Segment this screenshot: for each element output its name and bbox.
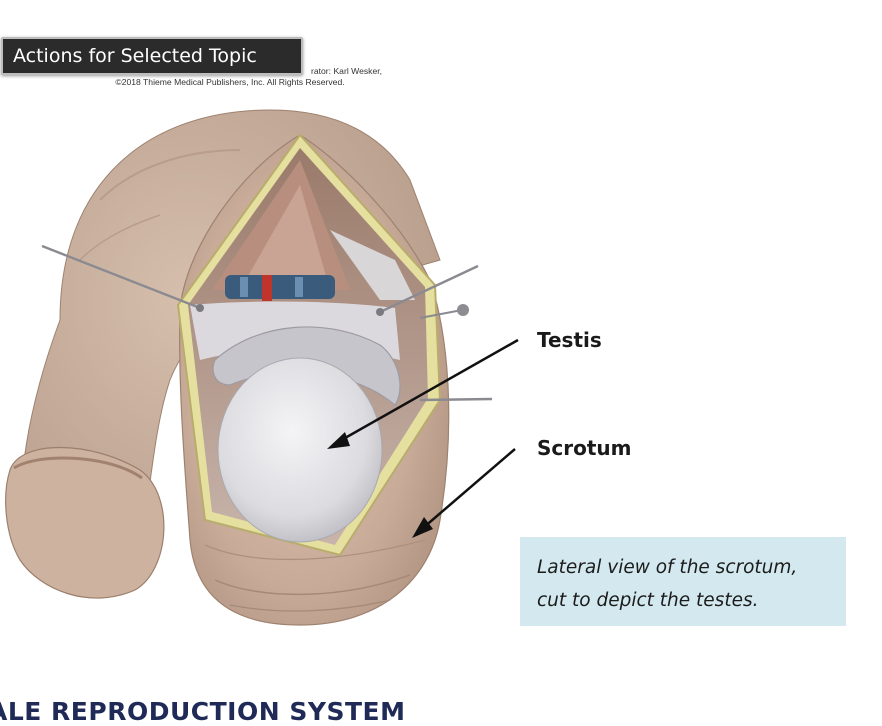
retraction-pins — [41, 244, 493, 402]
testis-arrow — [337, 338, 519, 444]
testis-label: Testis — [537, 328, 602, 352]
figure-caption: Lateral view of the scrotum, cut to depi… — [520, 537, 846, 626]
caption-line-2: cut to depict the testes. — [537, 590, 759, 611]
credit-line-2: ©2018 Thieme Medical Publishers, Inc. Al… — [115, 76, 345, 87]
testis-organ — [217, 357, 383, 543]
caption-line-1: Lateral view of the scrotum, — [537, 557, 798, 578]
section-title: ALE REPRODUCTION SYSTEM — [0, 697, 406, 726]
scrotum-arrow — [422, 448, 516, 529]
annotation-arrows — [327, 338, 519, 538]
credit-line-1: rator: Karl Wesker, — [311, 66, 382, 76]
scrotum-label: Scrotum — [537, 436, 632, 460]
incision-cavity — [176, 133, 442, 557]
figure-credit: rator: Karl Wesker, ©2018 Thieme Medical… — [70, 66, 390, 87]
actions-for-selected-topic-button[interactable]: Actions for Selected Topic — [1, 37, 303, 75]
